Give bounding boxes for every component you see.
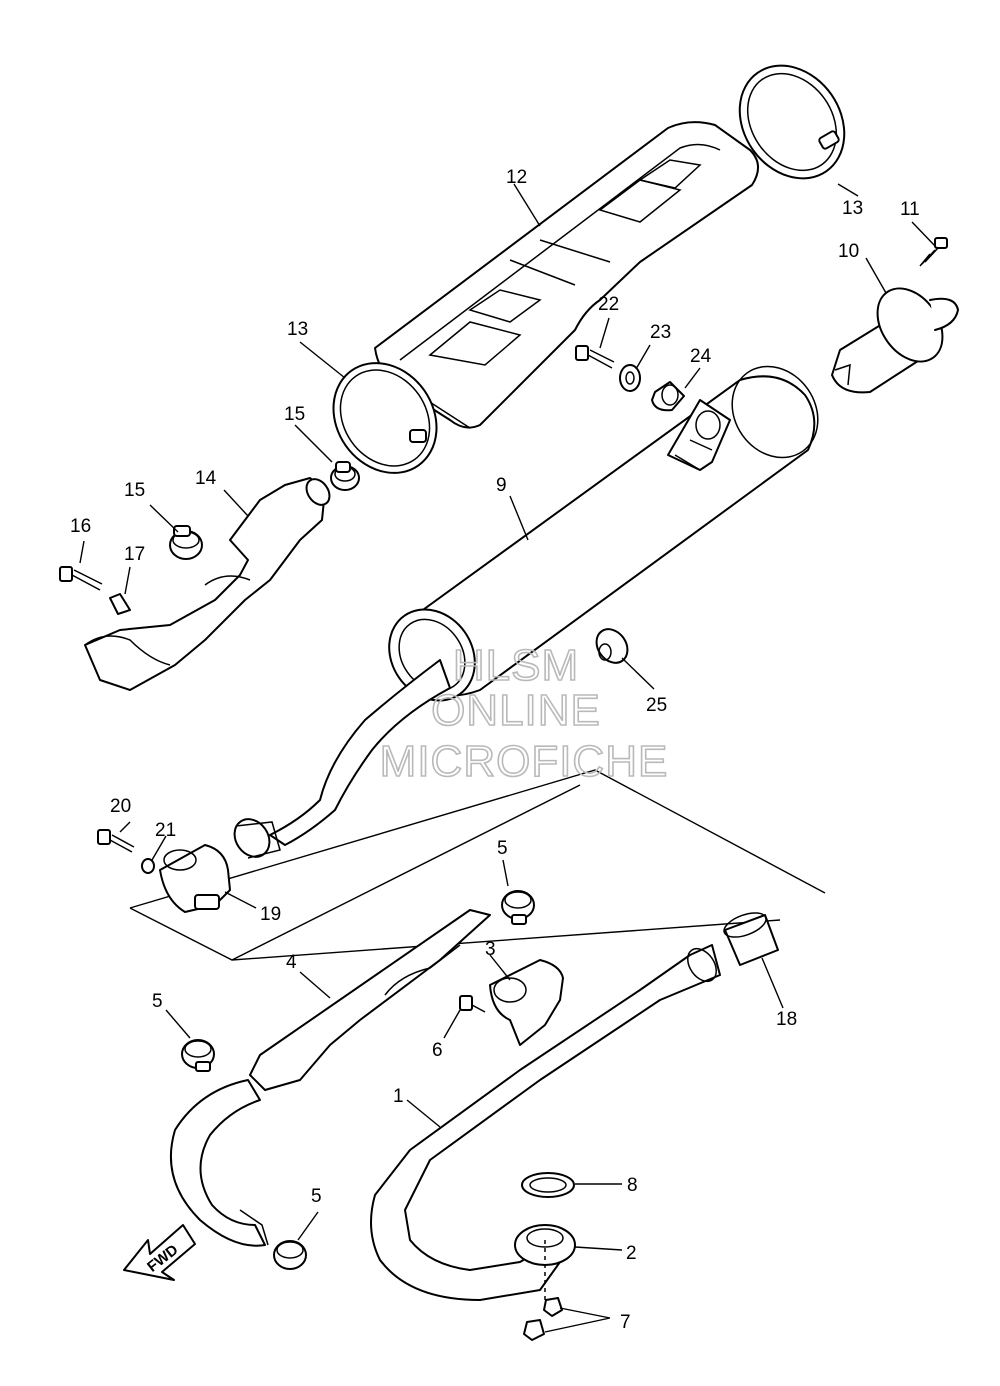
damper-24 — [651, 381, 685, 412]
callout-24: 24 — [690, 346, 712, 367]
callout-23: 23 — [650, 322, 671, 343]
clamp-5-bottom — [273, 1240, 307, 1270]
clamp-5-top — [501, 890, 535, 925]
muffler-inlet-pipe — [233, 659, 451, 859]
callout-15-lower: 15 — [124, 480, 145, 501]
nut-7-upper — [543, 1297, 563, 1317]
callout-leaders — [79, 183, 937, 1333]
callout-3: 3 — [485, 939, 496, 960]
gasket-8 — [521, 1172, 575, 1198]
grommet-25 — [595, 628, 629, 664]
callout-19: 19 — [260, 904, 281, 925]
watermark-line-2: ONLINE — [431, 686, 601, 735]
callout-5-bottom: 5 — [311, 1186, 322, 1207]
nut-7-lower — [523, 1319, 545, 1341]
callout-4: 4 — [286, 952, 297, 973]
callout-21: 21 — [155, 820, 176, 841]
exhaust-pipe-1 — [370, 944, 721, 1301]
callout-12: 12 — [506, 167, 527, 188]
watermark-line-3: MICROFICHE — [380, 737, 669, 786]
collar-17 — [109, 593, 131, 615]
exhaust-pipe-14 — [84, 477, 331, 691]
callout-numbers: 12 13 11 10 13 15 22 23 24 9 14 15 16 17… — [70, 167, 920, 1333]
pipe-joint-19 — [159, 844, 231, 913]
bracket-3 — [489, 959, 564, 1046]
joint-18 — [723, 912, 779, 966]
exhaust-pipe-4 — [169, 909, 491, 1247]
callout-10: 10 — [838, 241, 859, 262]
bolt-22 — [575, 345, 615, 369]
bolt-6 — [459, 995, 486, 1013]
washer-21 — [141, 858, 155, 874]
callout-18: 18 — [776, 1009, 797, 1030]
callout-2: 2 — [626, 1243, 637, 1264]
callout-11: 11 — [900, 199, 920, 220]
callout-13-left: 13 — [287, 319, 308, 340]
callout-15-upper: 15 — [284, 404, 305, 425]
clamp-5-left — [181, 1039, 215, 1072]
callout-6: 6 — [432, 1040, 443, 1061]
muffler-heat-protector — [374, 121, 759, 429]
assembly-outline — [129, 769, 826, 961]
tailpipe-end-cap — [831, 287, 959, 394]
callout-1: 1 — [393, 1086, 404, 1107]
muffler-band-clamp-left — [332, 362, 438, 474]
callout-8: 8 — [627, 1175, 638, 1196]
bolt-16 — [59, 566, 103, 591]
flange-2 — [514, 1224, 576, 1300]
callout-14: 14 — [195, 468, 217, 489]
clamp-15-lower — [169, 525, 203, 560]
watermark-line-1: HLSM — [453, 641, 579, 690]
callout-9: 9 — [496, 475, 507, 496]
callout-5-top: 5 — [497, 838, 508, 859]
callout-13-top: 13 — [842, 198, 863, 219]
muffler-band-clamp-top — [738, 64, 846, 180]
callout-22: 22 — [598, 294, 619, 315]
screw-11 — [919, 237, 948, 267]
callout-7: 7 — [620, 1312, 631, 1333]
callout-5-left: 5 — [152, 991, 163, 1012]
clamp-15-upper — [330, 461, 360, 491]
forward-direction-arrow-icon — [123, 1224, 196, 1281]
callout-17: 17 — [124, 544, 145, 565]
callout-25: 25 — [646, 695, 667, 716]
callout-16: 16 — [70, 516, 91, 537]
washer-23 — [619, 364, 641, 392]
callout-20: 20 — [110, 796, 131, 817]
bolt-20 — [97, 829, 135, 853]
